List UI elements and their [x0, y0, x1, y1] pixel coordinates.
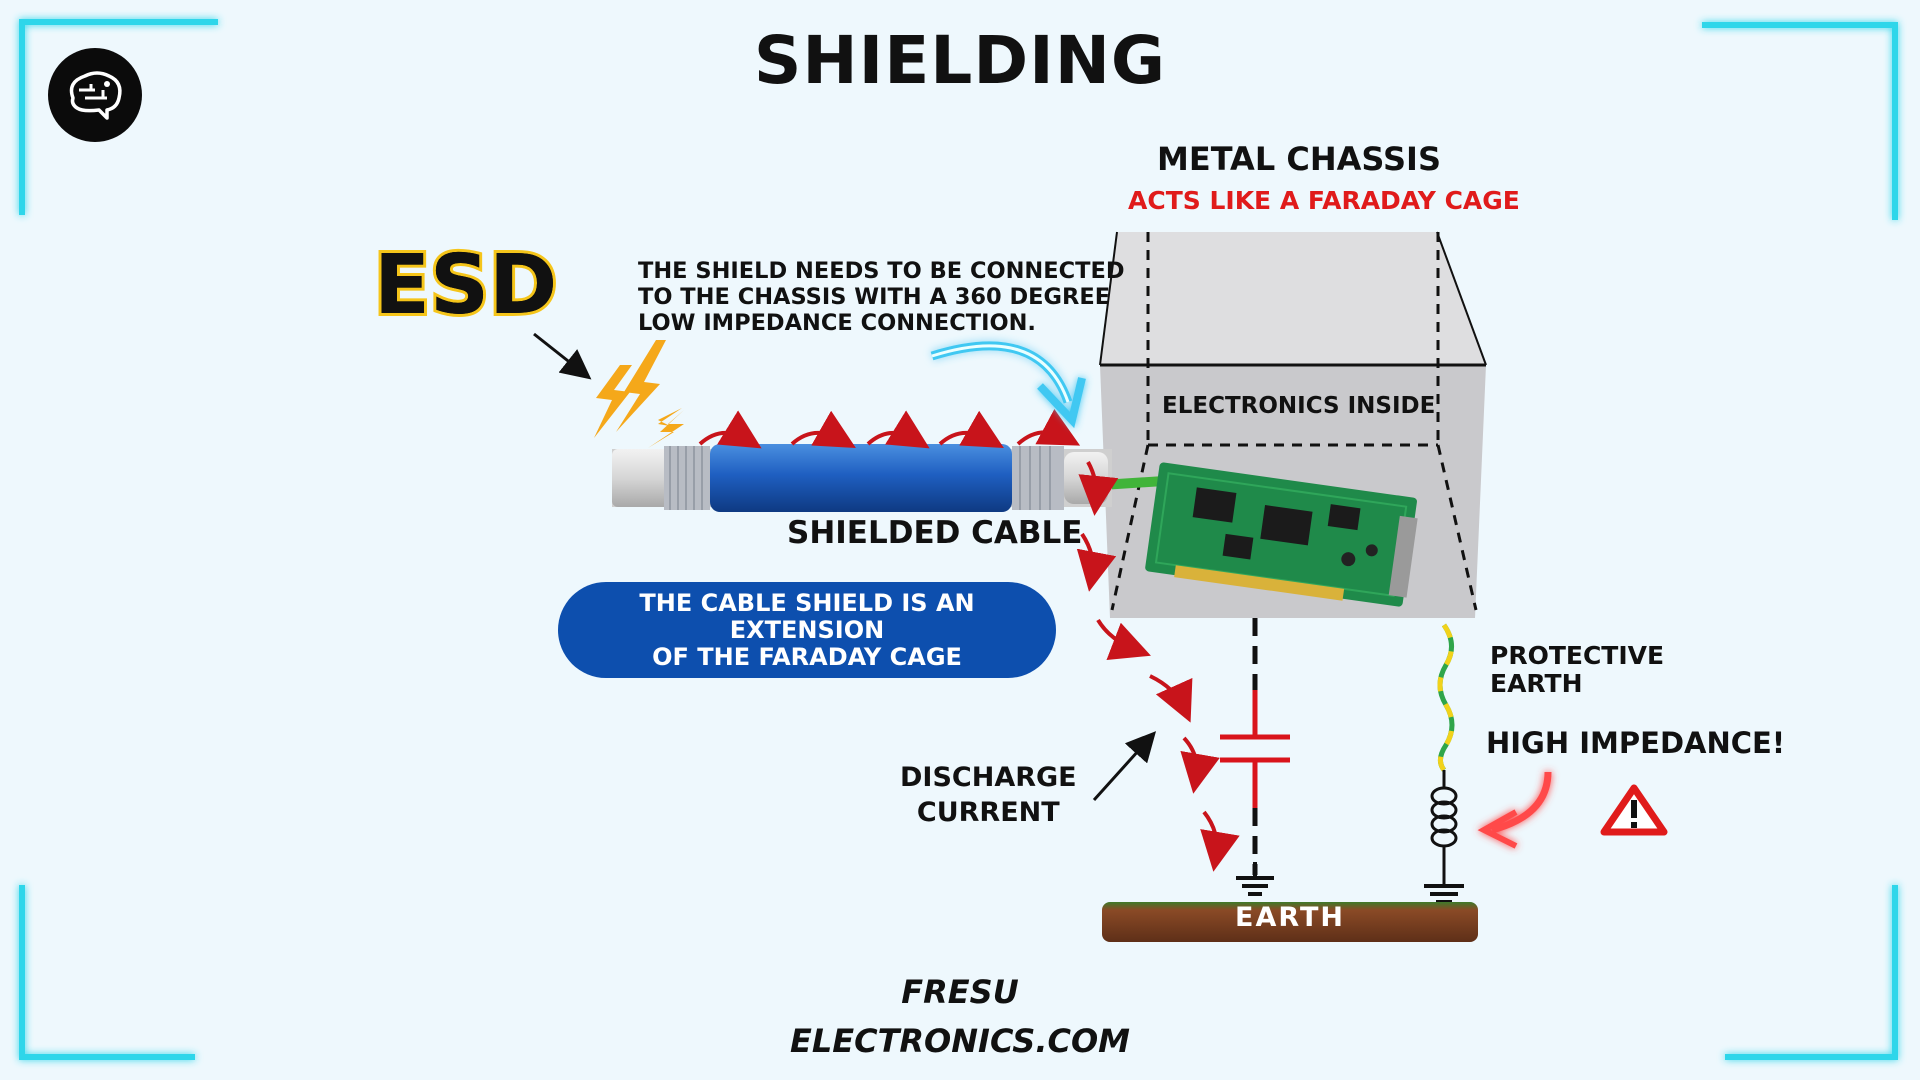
esd-label: ESD [371, 235, 560, 336]
cable-braid-left [664, 446, 710, 510]
shield-connection-note: THE SHIELD NEEDS TO BE CONNECTED TO THE … [638, 258, 1125, 336]
discharge-pointer-arrow [1092, 731, 1157, 802]
footer-site-name: FRESU ELECTRONICS.COM [789, 973, 1131, 1060]
electronics-inside-label: ELECTRONICS INSIDE [1162, 393, 1436, 419]
chassis-hidden-edges [1110, 232, 1478, 611]
chassis-subtitle: ACTS LIKE A FARADAY CAGE [1128, 186, 1520, 215]
earth-label: EARTH [1235, 902, 1345, 933]
ground-symbol-icon [1236, 862, 1274, 896]
circuit-board [1145, 462, 1418, 607]
discharge-current-label: DISCHARGE CURRENT [900, 762, 1077, 828]
warning-triangle-icon [1600, 784, 1668, 836]
frame-corner-top-left [19, 19, 218, 215]
high-impedance-label: HIGH IMPEDANCE! [1486, 726, 1786, 760]
earth-ground-bar [1102, 902, 1478, 942]
page-title: SHIELDING [753, 22, 1167, 99]
frame-corners [19, 19, 1898, 1060]
cable-blue-jacket [710, 444, 1012, 512]
chassis-title: METAL CHASSIS [1157, 140, 1441, 178]
ground-symbol-icon [1424, 884, 1464, 904]
frame-corner-bottom-left [19, 885, 195, 1060]
esd-pointer-arrow [533, 332, 592, 380]
chassis-top-face [1100, 232, 1486, 365]
protective-earth-wire [1437, 623, 1455, 772]
discharge-current-arrows [1076, 461, 1240, 872]
cable-current-arrows [698, 409, 1081, 449]
shielded-cable [612, 444, 1112, 512]
frame-corner-top-right [1702, 22, 1898, 220]
shielded-cable-label: SHIELDED CABLE [787, 515, 1083, 551]
protective-earth-label: PROTECTIVE EARTH [1490, 641, 1665, 698]
brain-logo-icon [48, 48, 142, 142]
inductor-icon [1430, 770, 1458, 884]
lightning-icon [594, 340, 684, 448]
frame-corner-bottom-right [1725, 885, 1898, 1060]
high-impedance-pointer-arrow [1477, 771, 1552, 849]
connection-pointer-arrow [930, 341, 1086, 429]
cable-shield-note: THE CABLE SHIELD IS AN EXTENSION OF THE … [558, 582, 1056, 678]
capacitor-icon [1220, 618, 1290, 875]
